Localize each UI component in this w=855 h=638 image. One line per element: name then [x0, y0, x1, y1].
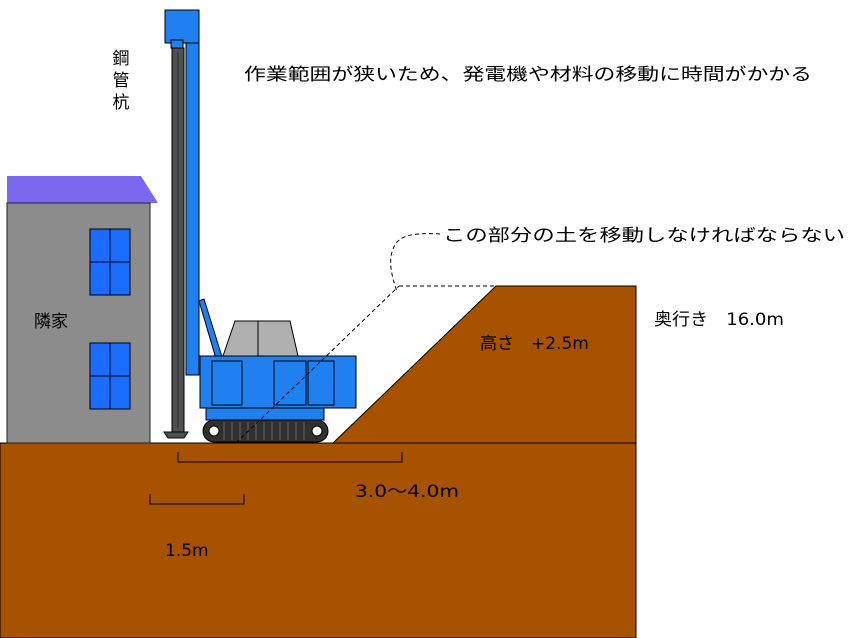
- machine-backstay: [198, 298, 224, 363]
- crawler-track: [202, 419, 329, 443]
- house-window-lower: [89, 342, 131, 410]
- soil-note: この部分の土を移動しなければならない: [443, 226, 845, 246]
- machine-frame: [205, 407, 325, 421]
- clearance-bracket: [149, 494, 245, 505]
- height-label: 高さ +2.5m: [480, 334, 589, 354]
- crawler-rollers: [208, 425, 323, 437]
- neighbor-house-label: 隣家: [34, 312, 68, 332]
- leader-head-cap: [170, 39, 184, 49]
- pile-label-2: 管: [113, 71, 130, 91]
- soil-note-leader: [390, 233, 441, 293]
- machine-panel-left: [211, 360, 243, 406]
- embankment-soil: [331, 285, 637, 444]
- header-note: 作業範囲が狭いため、発電機や材料の移動に時間がかかる: [244, 65, 812, 85]
- leader-head: [164, 9, 200, 44]
- machine-panel-right: [307, 360, 335, 406]
- working-width-bracket: [177, 452, 403, 463]
- pile-label-1: 鋼: [113, 49, 130, 69]
- soil-removal-outline: [235, 285, 496, 444]
- pile-tip: [163, 431, 189, 439]
- house-window-upper: [89, 228, 131, 296]
- machine-cab: [222, 320, 299, 357]
- ground-soil: [0, 442, 637, 638]
- clearance-label: 1.5m: [165, 541, 209, 561]
- leader-mast: [185, 9, 200, 376]
- working-width-label: 3.0～4.0m: [355, 482, 459, 502]
- pile-label-3: 杭: [113, 93, 130, 113]
- machine-panel-mid: [273, 360, 307, 406]
- depth-label: 奥行き 16.0m: [654, 310, 784, 330]
- house-roof: [7, 176, 158, 203]
